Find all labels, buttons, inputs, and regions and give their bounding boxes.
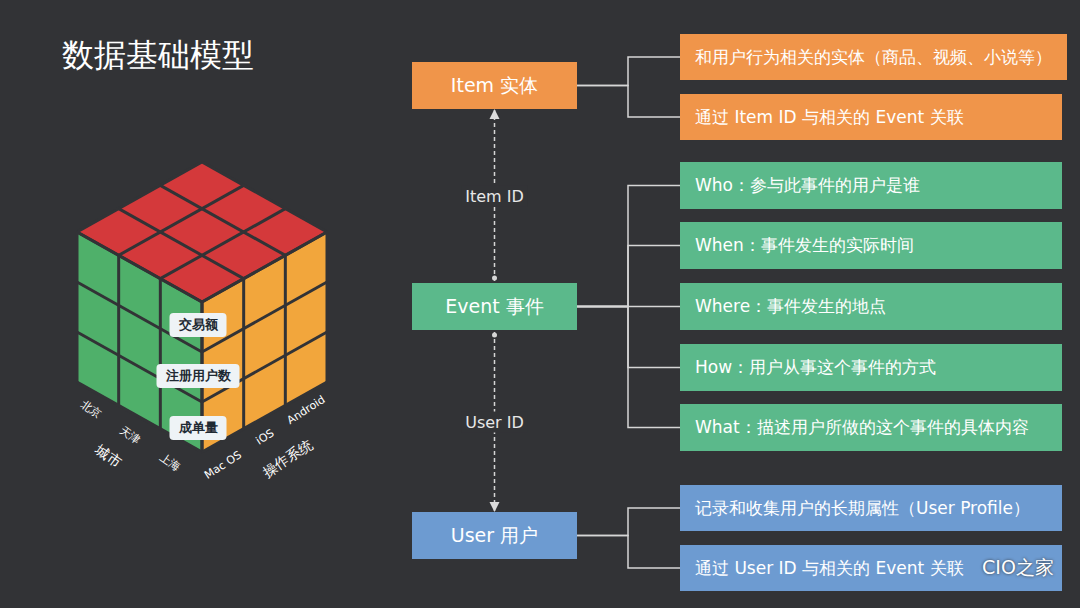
detail-box: How：用户从事这个事件的方式 bbox=[680, 344, 1062, 391]
axis-label: 天津 bbox=[117, 423, 144, 448]
edge-label: Item ID bbox=[461, 185, 528, 206]
cube-grid-line bbox=[326, 232, 329, 382]
detail-box: Who：参与此事件的用户是谁 bbox=[680, 162, 1062, 209]
connector bbox=[577, 186, 680, 307]
node-text: Item 实体 bbox=[451, 73, 538, 99]
connector bbox=[577, 508, 680, 536]
entity-box: Item 实体 bbox=[412, 62, 577, 109]
node-text: Event 事件 bbox=[445, 294, 543, 320]
cube-grid-line bbox=[160, 209, 285, 279]
connector bbox=[577, 246, 680, 307]
node-text: User 用户 bbox=[451, 523, 538, 549]
detail-box: Where：事件发生的地点 bbox=[680, 283, 1062, 330]
axis-label: 北京 bbox=[78, 397, 105, 422]
node-text: Who：参与此事件的用户是谁 bbox=[695, 174, 920, 197]
metric-tag: 成单量 bbox=[170, 416, 227, 440]
node-text: 通过 Item ID 与相关的 Event 关联 bbox=[695, 106, 964, 129]
cube-grid bbox=[77, 162, 327, 452]
cube-grid-line bbox=[76, 232, 79, 382]
metric-tag: 注册用户数 bbox=[157, 364, 240, 388]
detail-box: 通过 Item ID 与相关的 Event 关联 bbox=[680, 94, 1062, 140]
node-text: When：事件发生的实际时间 bbox=[695, 234, 914, 257]
connector bbox=[577, 86, 680, 118]
detail-box: 记录和收集用户的长期属性（User Profile） bbox=[680, 485, 1062, 531]
node-text: How：用户从事这个事件的方式 bbox=[695, 356, 936, 379]
node-text: 成单量 bbox=[179, 420, 218, 435]
node-text: 注册用户数 bbox=[166, 368, 231, 383]
entity-box: User 用户 bbox=[412, 512, 577, 559]
connector bbox=[577, 307, 680, 428]
cube-grid-line bbox=[202, 232, 327, 302]
cube-grid-line bbox=[202, 162, 327, 232]
axis-label: Mac OS bbox=[202, 448, 244, 481]
cube-grid-line bbox=[117, 255, 120, 405]
node-text: 和用户行为相关的实体（商品、视频、小说等） bbox=[695, 46, 1052, 69]
axis-label: 操作系统 bbox=[260, 436, 317, 482]
node-text: Where：事件发生的地点 bbox=[695, 295, 886, 318]
cube-grid-line bbox=[159, 279, 162, 429]
node-text: 通过 User ID 与相关的 Event 关联 bbox=[695, 557, 964, 580]
cube-grid-line bbox=[284, 255, 287, 405]
cube-grid-line bbox=[242, 279, 245, 429]
diagram-title: 数据基础模型 bbox=[62, 34, 254, 78]
node-text: 记录和收集用户的长期属性（User Profile） bbox=[695, 497, 1030, 520]
detail-box: What：描述用户所做的这个事件的具体内容 bbox=[680, 404, 1062, 451]
node-text: 交易额 bbox=[179, 317, 218, 332]
edge-label: User ID bbox=[461, 411, 528, 432]
detail-box: 和用户行为相关的实体（商品、视频、小说等） bbox=[680, 34, 1067, 80]
axis-label: 城市 bbox=[91, 442, 124, 473]
connector bbox=[577, 57, 680, 86]
metric-tag: 交易额 bbox=[170, 313, 227, 337]
watermark: CIO之家 bbox=[982, 555, 1054, 581]
axis-label: iOS bbox=[254, 426, 277, 447]
detail-box: When：事件发生的实际时间 bbox=[680, 222, 1062, 269]
axis-label: 上海 bbox=[157, 450, 184, 475]
node-text: What：描述用户所做的这个事件的具体内容 bbox=[695, 416, 1029, 439]
entity-box: Event 事件 bbox=[412, 283, 577, 330]
connector bbox=[577, 536, 680, 569]
